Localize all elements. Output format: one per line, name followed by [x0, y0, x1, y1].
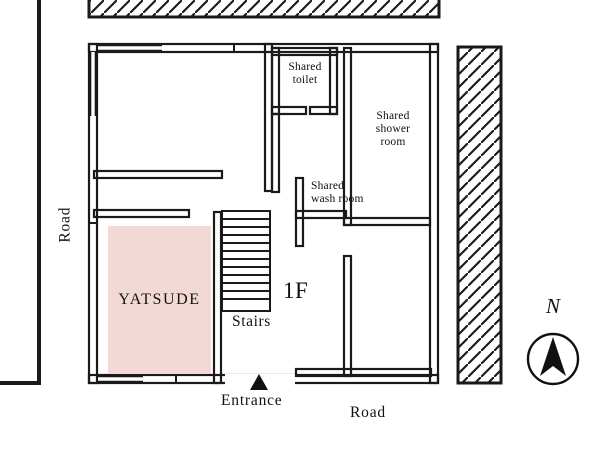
feature-label-stairs: Stairs	[232, 313, 271, 330]
road-label-left: Road	[56, 206, 74, 243]
hatched-wall-top	[87, 0, 441, 19]
yatsude-room-fill	[108, 226, 211, 374]
hatched-wall-right	[456, 45, 503, 385]
compass-north-label: N	[546, 294, 561, 318]
road-left-edge	[0, 0, 41, 385]
floor-level-label: 1F	[283, 278, 309, 303]
compass-rose-icon	[526, 332, 580, 386]
room-label-shared-toilet: Shared toilet	[288, 61, 322, 86]
room-label-yatsude: YATSUDE	[118, 291, 201, 308]
room-label-shared-wash-room: Shared wash room	[311, 180, 364, 205]
room-label-shared-shower-room: Shared shower room	[375, 110, 411, 148]
entrance-arrow-icon	[250, 374, 268, 390]
road-label-bottom: Road	[350, 404, 386, 421]
feature-label-entrance: Entrance	[221, 392, 283, 409]
stairs-graphic	[221, 210, 271, 312]
interior-walls	[92, 42, 433, 385]
